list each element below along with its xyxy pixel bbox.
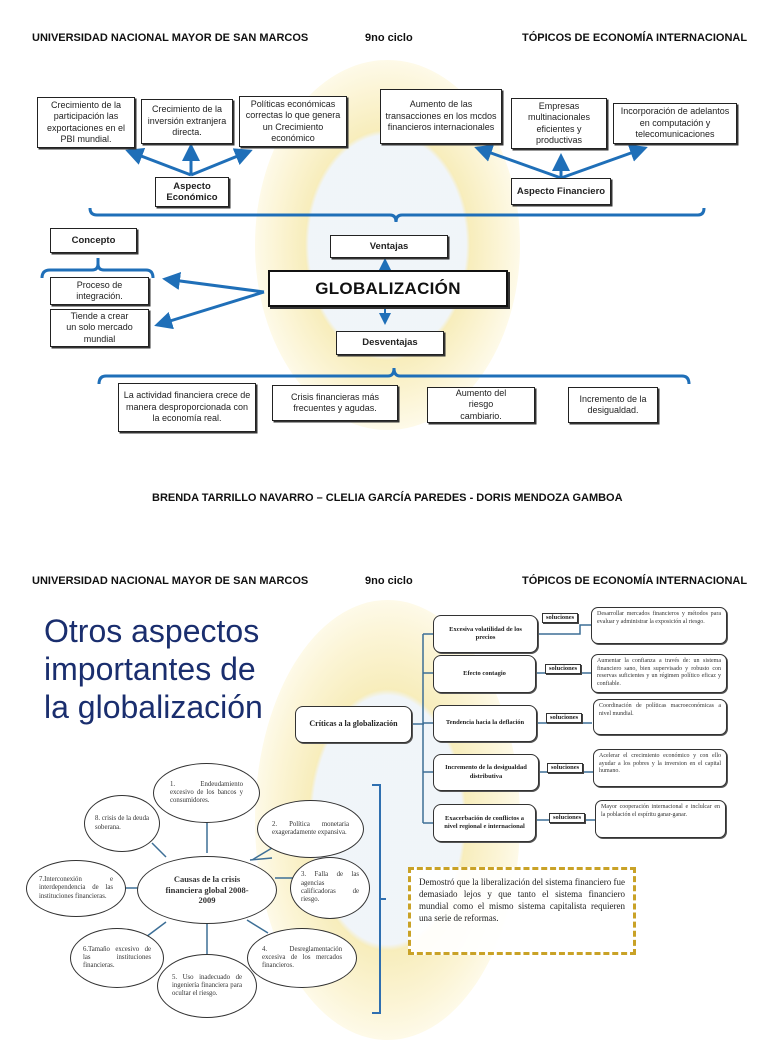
econ-item-exports: Crecimiento de la participación las expo… — [37, 97, 135, 148]
conclusion-box: Demostró que la liberalización del siste… — [408, 867, 636, 955]
authors-footer: BRENDA TARRILLO NAVARRO – CLELIA GARCÍA … — [152, 492, 623, 504]
title-line-3: la globalización — [44, 689, 263, 725]
critique-conflicts: Exacerbación de conflictos a nivel regio… — [433, 804, 536, 842]
solution-inequality: Acelerar el crecimiento económico y con … — [593, 749, 727, 787]
fin-item-transactions: Aumento de las transacciones en los mcdo… — [380, 89, 502, 144]
concepto-label: Concepto — [50, 228, 137, 253]
solutions-label-2: soluciones — [545, 664, 582, 674]
cause-1-debt: 1. Endeudamiento excesivo de los bancos … — [153, 763, 260, 823]
critique-contagion: Efecto contagio — [433, 655, 536, 693]
cause-8-sovereign-debt: 8. crisis de la deuda soberana. — [84, 795, 160, 852]
cause-7-interconnection: 7.Interconexión e interdependencia de la… — [26, 860, 126, 917]
cause-3-rating-agencies: 3. Falla de las agencias calificadoras d… — [290, 857, 370, 919]
fin-item-multinationals: Empresas multinacionales eficientes y pr… — [511, 98, 607, 149]
title-line-2: importantes de — [44, 651, 256, 687]
critique-deflation: Tendencia hacia la deflación — [433, 705, 537, 742]
solution-volatility: Desarrollar mercados financieros y métod… — [591, 607, 727, 644]
solutions-label-1: soluciones — [542, 613, 579, 623]
solutions-label-3: soluciones — [546, 713, 583, 723]
header-cycle: 9no ciclo — [365, 32, 413, 44]
critique-volatility: Excesiva volatilidad de los precios — [433, 615, 538, 653]
econ-item-investment: Crecimiento de la inversión extranjera d… — [141, 99, 233, 144]
concepto-item-single-market: Tiende a crear un solo mercado mundial — [50, 309, 149, 347]
desventajas-label: Desventajas — [336, 331, 444, 355]
fin-item-technology: Incorporación de adelantos en computació… — [613, 103, 737, 144]
desv-item-exchange-risk: Aumento del riesgo cambiario. — [427, 387, 535, 423]
desv-item-crises: Crisis financieras más frecuentes y agud… — [272, 385, 398, 421]
header-course-p2: TÓPICOS DE ECONOMÍA INTERNACIONAL — [522, 575, 748, 587]
criticas-node: Críticas a la globalización — [295, 706, 412, 743]
header-university: UNIVERSIDAD NACIONAL MAYOR DE SAN MARCOS — [32, 32, 309, 44]
econ-item-policies: Políticas económicas correctas lo que ge… — [239, 96, 347, 147]
cause-2-monetary-policy: 2. Política monetaria exageradamente exp… — [257, 800, 364, 858]
critique-inequality: Incremento de la desigualdad distributiv… — [433, 754, 539, 791]
header-course: TÓPICOS DE ECONOMÍA INTERNACIONAL — [522, 32, 748, 44]
causes-center-node: Causas de la crisis financiera global 20… — [137, 856, 277, 924]
solutions-label-4: soluciones — [547, 763, 584, 773]
cause-6-size: 6.Tamaño excesivo de las instituciones f… — [70, 928, 164, 988]
cause-5-financial-engineering: 5. Uso inadecuado de ingeniería financie… — [157, 954, 257, 1018]
solutions-label-5: soluciones — [549, 813, 586, 823]
header-cycle-p2: 9no ciclo — [365, 575, 413, 587]
desv-item-financial-activity: La actividad financiera crece de manera … — [118, 383, 256, 432]
globalizacion-central-node: GLOBALIZACIÓN — [268, 270, 508, 307]
solution-deflation: Coordinación de políticas macroeconómica… — [593, 699, 727, 735]
ventajas-label: Ventajas — [330, 235, 448, 258]
title-line-1: Otros aspectos — [44, 613, 260, 649]
header-university-p2: UNIVERSIDAD NACIONAL MAYOR DE SAN MARCOS — [32, 575, 309, 587]
aspecto-economico-label: Aspecto Económico — [155, 177, 229, 207]
aspecto-financiero-label: Aspecto Financiero — [511, 178, 611, 205]
concepto-item-integration: Proceso de integración. — [50, 277, 149, 305]
solution-contagion: Aumentar la confianza a través de: un si… — [591, 654, 727, 693]
solution-conflicts: Mayor cooperación internacional e inclul… — [595, 800, 726, 838]
page2-title: Otros aspectos importantes de la globali… — [44, 612, 263, 726]
cause-4-deregulation: 4. Desreglamentación excesiva de los mer… — [247, 928, 357, 988]
desv-item-inequality: Incremento de la desigualdad. — [568, 387, 658, 423]
